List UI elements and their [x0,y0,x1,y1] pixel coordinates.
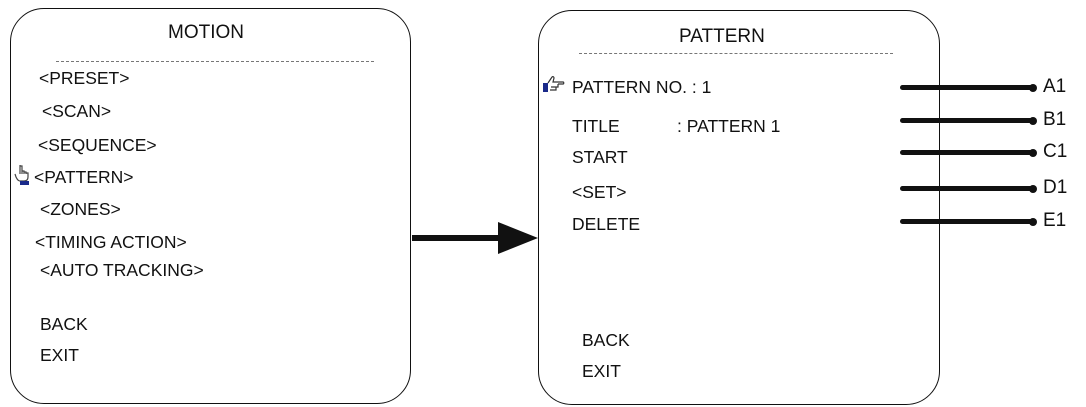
callout-line-d1 [900,184,1037,193]
motion-menu-divider [56,61,374,62]
motion-menu-panel [10,8,411,404]
menu-item-preset[interactable]: <PRESET> [39,68,130,88]
back-button[interactable]: BACK [40,314,88,334]
menu-item-scan[interactable]: <SCAN> [42,101,112,121]
right-arrow-icon [412,222,538,254]
callout-label-a1: A1 [1043,76,1067,97]
callout-label-b1: B1 [1043,109,1067,130]
callout-label-d1: D1 [1043,177,1068,198]
set-button[interactable]: <SET> [572,182,627,202]
title-value[interactable]: : PATTERN 1 [677,116,781,136]
motion-menu-title: MOTION [168,22,244,43]
callout-line-e1 [900,217,1037,226]
title-label: TITLE [572,116,620,136]
menu-item-sequence[interactable]: <SEQUENCE> [38,135,157,155]
hand-pointer-icon [542,75,566,99]
hand-pointer-icon [14,163,32,189]
callout-label-c1: C1 [1043,141,1068,162]
back-button[interactable]: BACK [582,330,630,350]
exit-button[interactable]: EXIT [582,361,621,381]
menu-item-pattern[interactable]: <PATTERN> [34,167,134,187]
menu-item-auto-tracking[interactable]: <AUTO TRACKING> [40,260,204,280]
pattern-menu-divider [579,53,893,54]
callout-line-a1 [900,83,1037,92]
pattern-menu-title: PATTERN [679,26,765,47]
menu-item-timing-action[interactable]: <TIMING ACTION> [35,232,187,252]
exit-button[interactable]: EXIT [40,345,79,365]
delete-button[interactable]: DELETE [572,214,641,234]
start-button[interactable]: START [572,147,628,167]
menu-item-zones[interactable]: <ZONES> [40,199,121,219]
callout-label-e1: E1 [1043,210,1067,231]
callout-line-c1 [900,148,1037,157]
pattern-no-field[interactable]: PATTERN NO. : 1 [572,77,712,97]
pattern-menu-panel [538,10,940,405]
callout-line-b1 [900,116,1037,125]
